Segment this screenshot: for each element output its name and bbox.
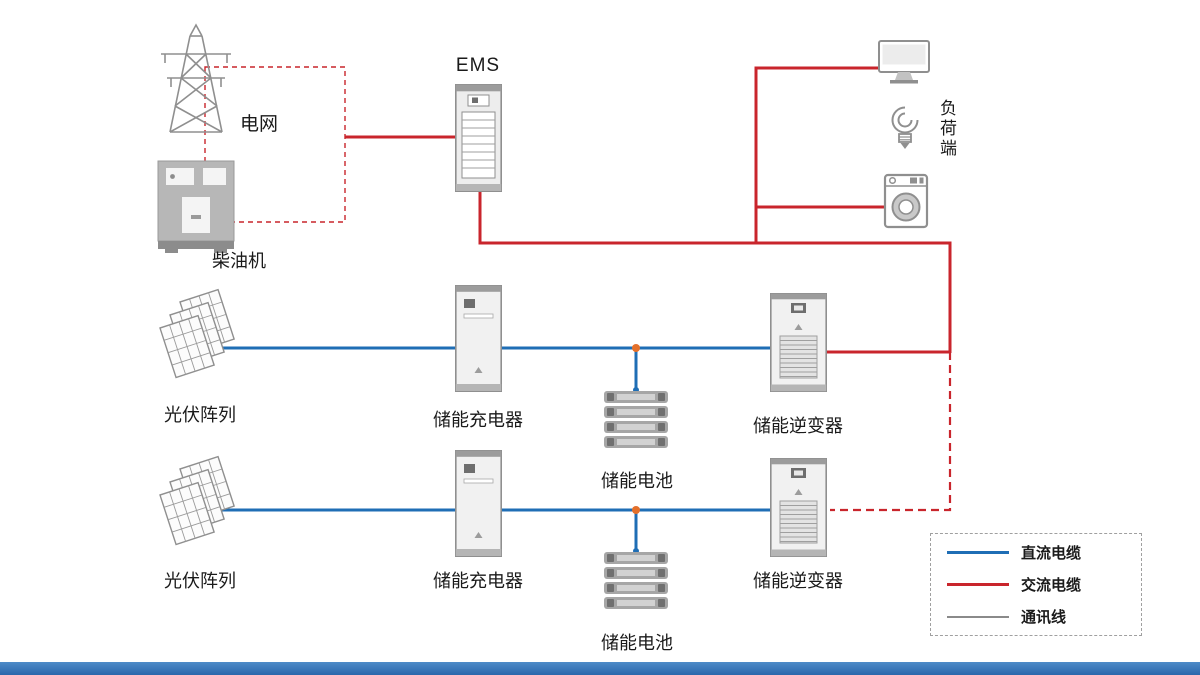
- ac-cable-label: 交流电缆: [1021, 577, 1082, 594]
- dc-cable-label: 直流电缆: [1021, 545, 1082, 562]
- pv-array-1-label: 光伏阵列: [164, 405, 236, 425]
- junction-dot-row1: [632, 344, 640, 352]
- ems-cabinet-icon: [455, 84, 503, 193]
- storage-charger-2-icon: [454, 449, 503, 558]
- legend-item-comm-line: 通讯线: [947, 606, 1125, 627]
- inverter-1-label: 储能逆变器: [753, 416, 843, 436]
- washing-machine-icon: [883, 173, 929, 229]
- legend-item-dc-cable: 直流电缆: [947, 542, 1125, 563]
- solar-panel-array-2-icon: [160, 457, 234, 545]
- ac-line-expansion-dashed: [830, 352, 952, 512]
- transmission-tower-icon: [161, 23, 231, 133]
- charger-2-label: 储能充电器: [433, 571, 523, 591]
- cfl-bulb-icon: [891, 106, 919, 149]
- storage-charger-1-icon: [454, 284, 503, 393]
- diesel-generator-icon: [157, 160, 235, 253]
- legend-item-ac-cable: 交流电缆: [947, 574, 1125, 595]
- inverter-2-label: 储能逆变器: [753, 571, 843, 591]
- cable-legend: 直流电缆 交流电缆 通讯线: [930, 533, 1142, 636]
- ac-line-load-riser: [754, 66, 880, 243]
- battery-1-label: 储能电池: [601, 471, 673, 491]
- ac-cable-line-sample: [947, 583, 1009, 586]
- pv-array-2-label: 光伏阵列: [164, 571, 236, 591]
- grid-section-dashed-box: [204, 66, 346, 223]
- junction-dot-row2: [632, 506, 640, 514]
- ac-line-ems-bus: [478, 190, 952, 353]
- dc-cable-line-sample: [947, 551, 1009, 554]
- battery-stack-2-icon: [604, 552, 668, 609]
- comm-line-label: 通讯线: [1021, 609, 1067, 626]
- comm-line-sample: [947, 615, 1009, 618]
- storage-inverter-1-icon: [769, 292, 828, 393]
- load-label: 负荷端: [937, 99, 956, 159]
- footer-accent-bar: [0, 662, 1200, 675]
- diesel-label: 柴油机: [212, 251, 266, 271]
- solar-panel-array-1-icon: [160, 290, 234, 378]
- charger-1-label: 储能充电器: [433, 410, 523, 430]
- storage-inverter-2-icon: [769, 457, 828, 558]
- grid-label: 电网: [240, 114, 279, 135]
- ems-label: EMS: [455, 55, 501, 76]
- monitor-icon: [878, 40, 930, 84]
- battery-stack-1-icon: [604, 391, 668, 448]
- battery-2-label: 储能电池: [601, 633, 673, 653]
